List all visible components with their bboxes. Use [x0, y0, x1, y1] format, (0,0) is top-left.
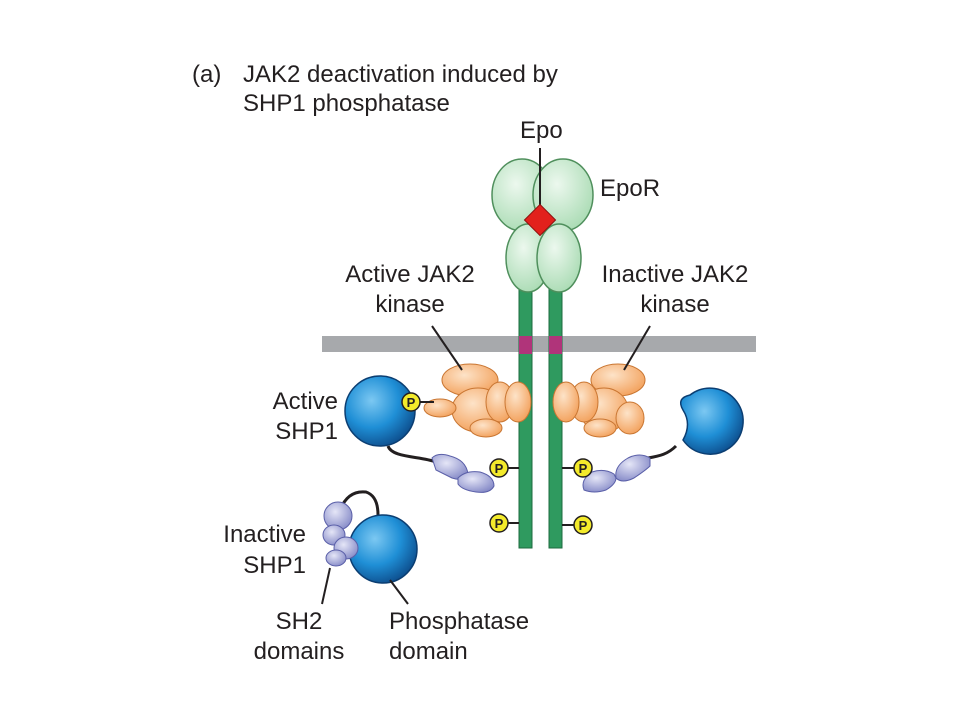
- inactive-shp1-sh2-domains: [322, 501, 359, 567]
- svg-text:P: P: [495, 461, 504, 476]
- svg-text:P: P: [579, 461, 588, 476]
- active-shp1-linker: [386, 445, 437, 464]
- right-shp1-linker: [647, 444, 678, 460]
- active-shp1-label-line1: Active: [272, 388, 338, 415]
- inactive-jak2-label-line1: Inactive JAK2: [601, 261, 749, 288]
- phosphate-active-shp1: P: [401, 392, 421, 412]
- inactive-shp1-label-line1: Inactive: [223, 521, 306, 548]
- active-jak2-label-line2: kinase: [375, 291, 445, 318]
- inactive-shp1-linker: [338, 490, 380, 516]
- active-jak2-label-line1: Active JAK2: [345, 261, 475, 288]
- inactive-shp1-phosphatase-domain: [348, 514, 418, 584]
- inactive-shp1-label-line2: SHP1: [243, 552, 306, 579]
- right-shp1-phosphatase-domain: [679, 387, 744, 455]
- plasma-membrane: [322, 336, 756, 352]
- panel-label: (a): [192, 61, 222, 88]
- figure-title-line1: JAK2 deactivation induced by: [243, 61, 558, 88]
- svg-text:P: P: [579, 518, 588, 533]
- sh2-domains-label-line1: SH2: [275, 608, 323, 635]
- phosphate-right-lower: P: [573, 515, 593, 535]
- active-shp1-label-line2: SHP1: [275, 418, 338, 445]
- active-shp1-phosphatase-domain: [344, 375, 416, 447]
- phosphate-right-upper: P: [573, 458, 593, 478]
- epor-label: EpoR: [600, 175, 661, 202]
- svg-text:P: P: [407, 395, 416, 410]
- figure-title-line2: SHP1 phosphatase: [243, 90, 450, 117]
- phosphatase-domain-label-line1: Phosphatase: [389, 608, 530, 635]
- phosphate-left-upper: P: [489, 458, 509, 478]
- label-pointer-lines: [321, 325, 651, 605]
- phosphate-left-lower: P: [489, 513, 509, 533]
- active-shp1-sh2-domains: [431, 453, 495, 493]
- sh2-domains-label-line2: domains: [253, 638, 345, 665]
- jak2-active-left: [423, 363, 532, 438]
- svg-text:P: P: [495, 516, 504, 531]
- epo-ligand: [523, 203, 557, 237]
- epo-label: Epo: [520, 117, 563, 144]
- jak2-inactive-right: [552, 363, 646, 438]
- phosphatase-domain-label-line2: domain: [389, 638, 468, 665]
- phospho-link-lines: [507, 467, 576, 526]
- phosphate-groups: P P P P P: [401, 392, 593, 535]
- inactive-jak2-label-line2: kinase: [640, 291, 710, 318]
- right-shp1-sh2-domains: [582, 454, 651, 493]
